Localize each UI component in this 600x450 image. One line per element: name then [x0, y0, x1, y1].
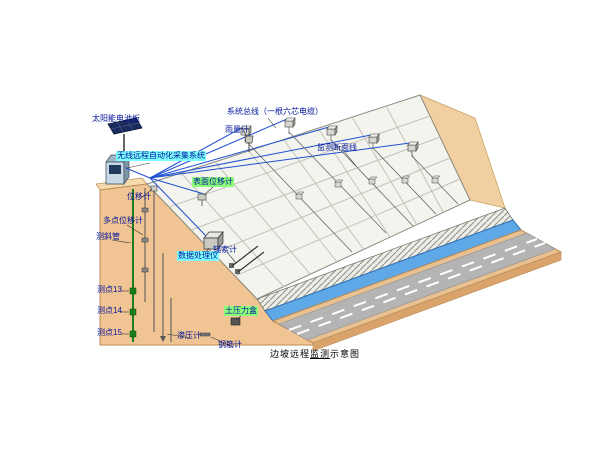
label-solar-panel: 太阳能电池板	[92, 114, 140, 123]
label-inclinometer-tube: 测斜管	[96, 232, 120, 241]
road	[271, 229, 563, 352]
borehole-instruments	[129, 185, 172, 342]
label-wireless-system: 无线远程自动化采集系统	[116, 151, 206, 161]
anchor-cables	[229, 245, 265, 274]
caption-part1: 边坡远程	[270, 349, 311, 359]
label-rebar: 钢筋计	[218, 340, 242, 349]
label-anchor-cable: 锚索计	[213, 245, 237, 254]
caption-part2: 监测	[310, 349, 331, 359]
diagram-caption: 边坡远程监测示意图	[270, 347, 360, 360]
label-rain-gauge: 雨量计	[225, 125, 249, 134]
sensor-stations	[240, 117, 419, 157]
label-point15: 测点15	[97, 328, 122, 337]
label-surface-displacement: 表面位移计	[192, 177, 234, 187]
label-earth-pressure: 土压力盒	[224, 306, 258, 316]
seepage-arrow	[160, 336, 166, 342]
label-system-bus: 系统总线（一根六芯电缆）	[227, 107, 323, 116]
equipment-cabinet	[105, 153, 130, 186]
earth-pressure-box	[230, 317, 241, 326]
label-monitor-section: 监测断面线	[317, 143, 357, 152]
label-displacement: 位移计	[127, 192, 151, 201]
caption-part3: 示意图	[330, 349, 361, 359]
mid-slope-sensors	[295, 175, 441, 200]
label-multipoint-displacement: 多点位移计	[103, 216, 143, 225]
surface-displacement-sensor	[197, 193, 207, 206]
label-data-processor: 数据处理仪	[177, 251, 219, 261]
rain-gauge-icon	[244, 135, 254, 152]
measure-point-markers	[129, 287, 137, 338]
displacement-head	[150, 185, 158, 192]
road-front-face	[312, 251, 562, 352]
label-point13: 测点13	[97, 285, 122, 294]
rebar-meter-marker	[199, 332, 211, 337]
label-seepage: 渗压计	[177, 331, 201, 340]
label-point14: 测点14	[97, 306, 122, 315]
data-processor-box	[203, 231, 224, 250]
